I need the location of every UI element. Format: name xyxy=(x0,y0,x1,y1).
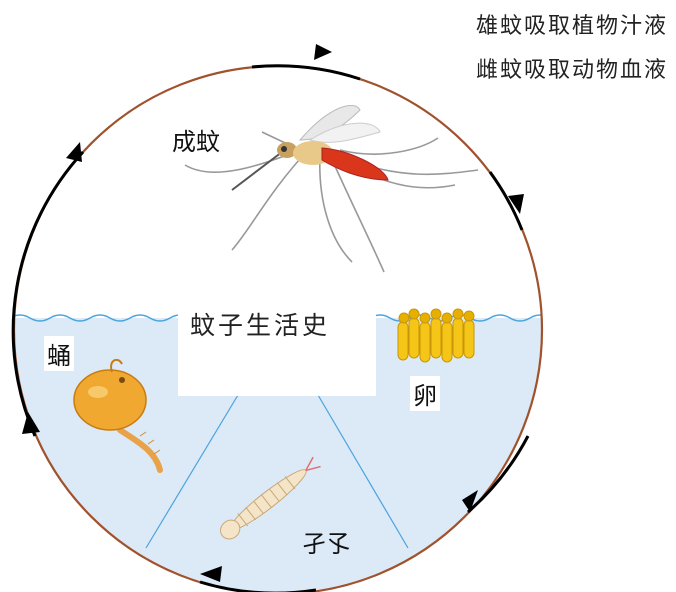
label-adult: 成蚊 xyxy=(172,128,220,156)
larva-image xyxy=(220,456,321,540)
arrowhead-right-lower xyxy=(462,490,478,512)
egg-raft-image xyxy=(397,308,475,363)
arrowhead-bottom xyxy=(200,566,222,582)
label-pupa: 蛹 xyxy=(44,336,74,371)
adult-mosquito-image xyxy=(184,104,479,273)
title-box xyxy=(178,298,376,396)
arrowhead-right-upper xyxy=(508,194,524,214)
divider-right xyxy=(317,394,409,549)
diagram-title: 蚊子生活史 xyxy=(190,311,331,340)
note-female: 雌蚊吸取动物血液 xyxy=(475,58,668,83)
note-male: 雄蚊吸取植物汁液 xyxy=(475,14,668,39)
arrowheads xyxy=(22,44,524,582)
pupa-image xyxy=(73,358,163,473)
cycle-arrows xyxy=(11,64,530,592)
label-larva: 孑孓 xyxy=(302,530,350,558)
arrowhead-left-upper xyxy=(66,142,82,162)
divider-left xyxy=(145,394,239,549)
arrowhead-top xyxy=(314,44,332,60)
label-egg: 卵 xyxy=(410,376,440,411)
arrowhead-left-lower xyxy=(22,412,40,434)
